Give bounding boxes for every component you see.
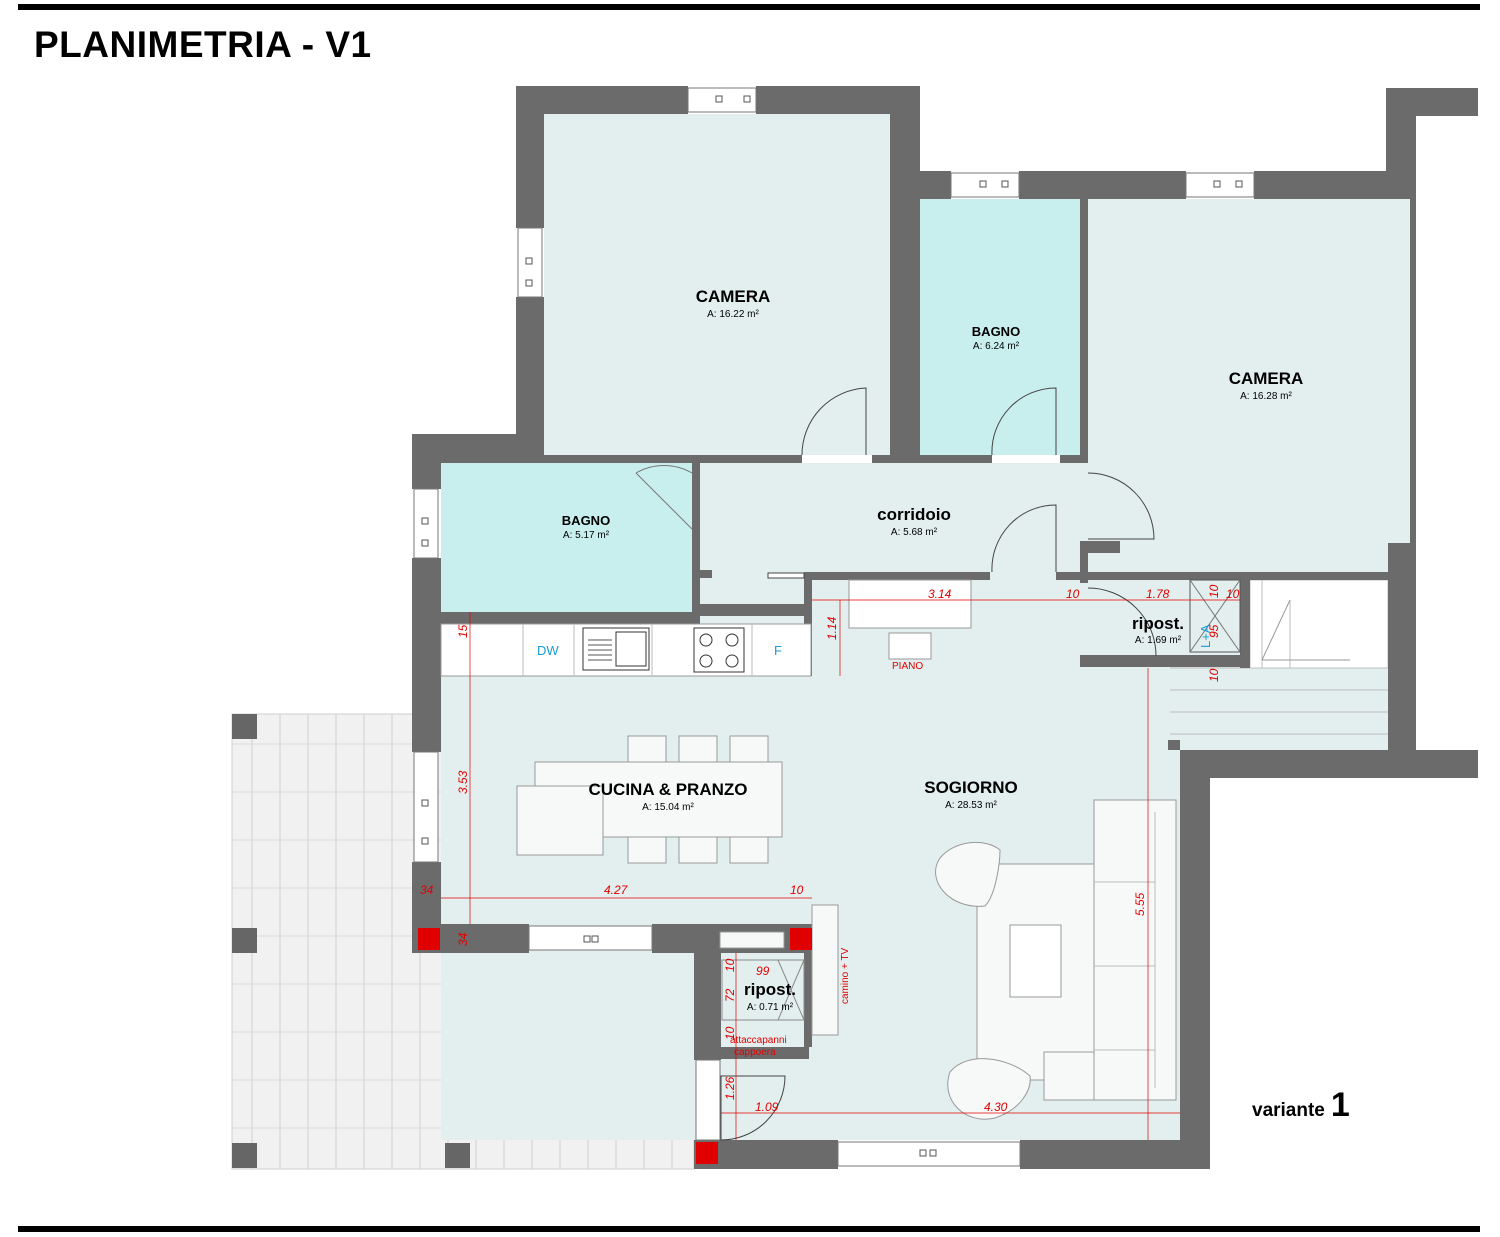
door-ripost: [1087, 587, 1157, 657]
dim-99: 99: [756, 964, 770, 978]
room-labels: CAMERA A: 16.22 m² BAGNO A: 6.24 m² CAME…: [562, 287, 1304, 1013]
dim-3-53: 3.53: [456, 770, 470, 794]
room-camera-1-name: CAMERA: [696, 287, 771, 306]
dim-95: 95: [1207, 624, 1221, 638]
kitchen-counter: DW F: [440, 623, 812, 677]
terrace-pillar: [232, 928, 257, 953]
dimension-texts: 3.14 10 1.78 10 10 95 10 1.14 15 3.53 34…: [420, 584, 1240, 1114]
dim-34: 34: [420, 883, 434, 897]
door-camera-2: [1087, 472, 1155, 540]
terrace-pillar: [232, 714, 257, 739]
lift-box: L+A: [1189, 579, 1241, 653]
window: [413, 751, 439, 863]
dim-4-30: 4.30: [984, 1100, 1008, 1114]
dim-4-27: 4.27: [604, 883, 629, 897]
variant-number: 1: [1330, 1086, 1350, 1124]
room-cucina-area: A: 15.04 m²: [642, 802, 694, 813]
room-corridoio-name: corridoio: [877, 505, 951, 524]
dim-5-55: 5.55: [1133, 892, 1147, 916]
room-bagno-2-area: A: 5.17 m²: [563, 530, 610, 541]
coffee-table: [1009, 924, 1062, 998]
room-camera-1-area: A: 16.22 m²: [707, 309, 759, 320]
window: [517, 227, 543, 298]
dim-10: 10: [723, 1026, 737, 1040]
dim-10: 10: [1066, 587, 1080, 601]
dim-10: 10: [723, 958, 737, 972]
door-bagno-2: [635, 464, 693, 530]
dim-10: 10: [1207, 584, 1221, 598]
variant-text: variante: [1252, 1100, 1325, 1121]
room-camera-2-area: A: 16.28 m²: [1240, 391, 1292, 402]
dim-1-14: 1.14: [825, 616, 839, 640]
room-camera-2-name: CAMERA: [1229, 369, 1304, 388]
sofa: [1093, 799, 1177, 1101]
floor-camera-1: [544, 114, 890, 455]
window: [837, 1141, 1021, 1167]
floor-camera-2-lower: [1088, 455, 1388, 580]
dining-set: [516, 735, 783, 864]
dim-3-14: 3.14: [928, 587, 952, 601]
room-bagno-2-name: BAGNO: [562, 513, 610, 528]
doors: [635, 387, 1157, 1141]
furniture-labels: camino + TV attaccapanni cappoera: [730, 947, 851, 1058]
terrace-pillar: [445, 1143, 470, 1168]
page-title: PLANIMETRIA - V1: [34, 24, 372, 65]
dishwasher-label: DW: [537, 643, 559, 658]
dim-15: 15: [456, 624, 470, 638]
camino-label: camino + TV: [840, 947, 851, 1004]
dim-10: 10: [1226, 587, 1240, 601]
floor-stair-landing: [1168, 668, 1388, 750]
living-furniture: [719, 799, 1177, 1120]
lift-label: L+A: [1198, 624, 1213, 648]
room-ripost-1-name: ripost.: [1132, 614, 1184, 633]
room-cucina-name: CUCINA & PRANZO: [589, 780, 748, 799]
room-sogiorno-area: A: 28.53 m²: [945, 800, 997, 811]
terrace-pillar: [232, 1143, 257, 1168]
dim-72: 72: [723, 988, 737, 1002]
window: [950, 172, 1020, 198]
door-entrance: [720, 1075, 786, 1141]
room-ripost-1-area: A: 1.69 m²: [1135, 635, 1182, 646]
attaccapanni-label: attaccapanni: [730, 1035, 787, 1046]
fridge-label: F: [774, 643, 782, 658]
room-ripost-2-area: A: 0.71 m²: [747, 1002, 794, 1013]
dimension-lines: [441, 599, 1240, 1140]
dim-1-78: 1.78: [1146, 587, 1170, 601]
door-corridor: [991, 504, 1057, 573]
room-bagno-1-area: A: 6.24 m²: [973, 341, 1020, 352]
door-bagno-1: [991, 387, 1057, 456]
fireplace-tv: [811, 904, 839, 1036]
room-ripost-2-name: ripost.: [744, 980, 796, 999]
door-camera-1: [801, 387, 867, 456]
dim-10: 10: [1207, 668, 1221, 682]
piano-label: PIANO: [892, 661, 923, 672]
room-corridoio-area: A: 5.68 m²: [891, 527, 938, 538]
dim-10: 10: [790, 883, 804, 897]
attaccapanni-label-2: cappoera: [734, 1047, 776, 1058]
column-markers: [418, 928, 812, 1164]
window: [695, 1059, 721, 1141]
dim-34: 34: [456, 932, 470, 946]
room-sogiorno-name: SOGIORNO: [924, 778, 1018, 797]
dim-1-26: 1.26: [723, 1076, 737, 1100]
dim-1-09: 1.09: [755, 1100, 779, 1114]
floor-bagno-1: [903, 199, 1080, 455]
walls: [412, 86, 1478, 1169]
armchair: [935, 841, 1001, 907]
window-hardware: [421, 95, 1243, 1157]
bottom-frame-rule: [18, 1226, 1480, 1232]
top-frame-rule: [18, 4, 1480, 10]
armchair: [947, 1058, 1031, 1120]
piano: PIANO: [848, 579, 972, 672]
kitchen-island: [516, 785, 604, 856]
room-bagno-1-name: BAGNO: [972, 324, 1020, 339]
